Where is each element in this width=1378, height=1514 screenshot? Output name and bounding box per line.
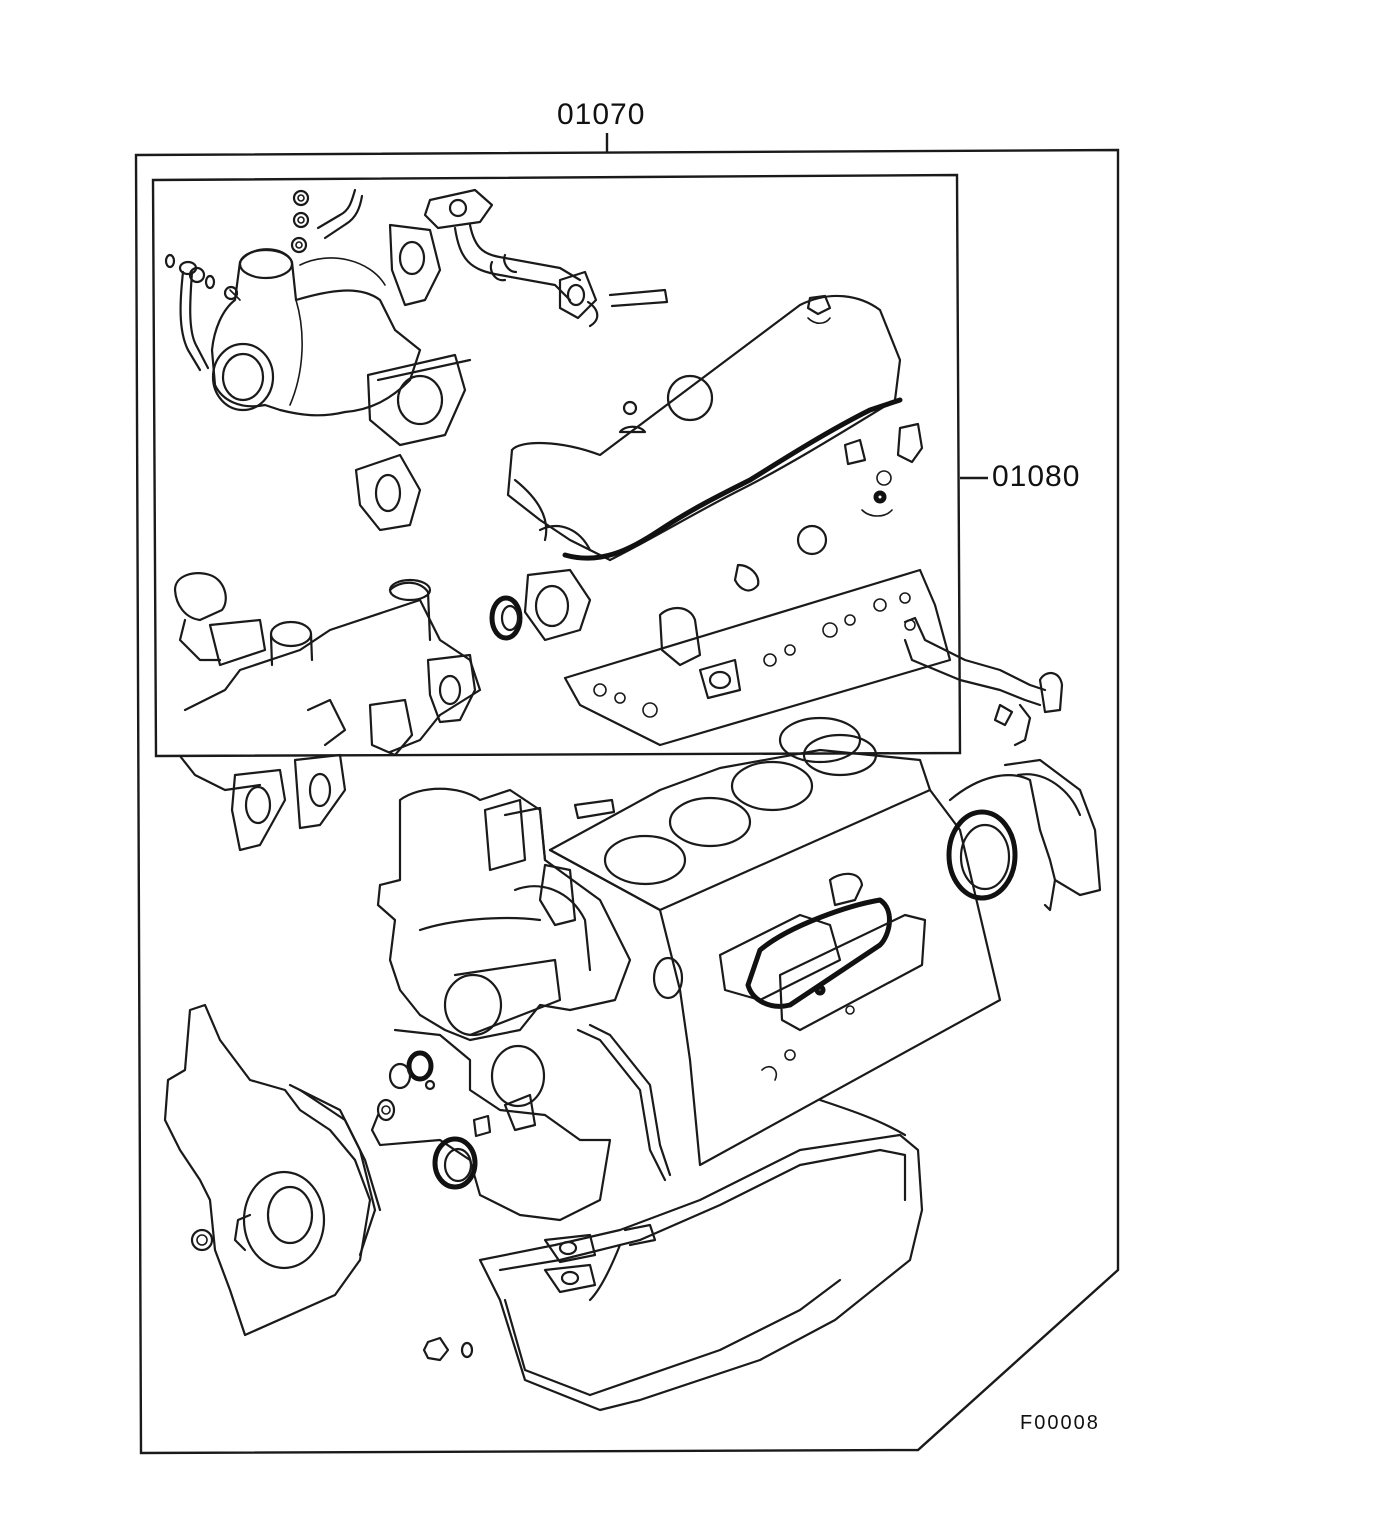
small-washers <box>290 188 364 254</box>
cylinder-head-cover <box>506 294 903 562</box>
callout-outer-kit: 01070 <box>557 98 646 131</box>
rear-oil-seal <box>946 758 1102 912</box>
upper-kit-frame <box>151 173 962 758</box>
oil-feed-pipe <box>164 253 216 372</box>
callout-upper-kit: 01080 <box>992 460 1081 493</box>
cylinder-head-gasket <box>563 568 952 747</box>
timing-cover <box>163 1003 382 1337</box>
egr-pipe <box>423 188 669 328</box>
side-cover-gasket <box>718 872 927 1032</box>
lower-intake-flanges <box>178 753 347 852</box>
outer-kit-frame <box>134 148 1120 1455</box>
intake-manifold <box>173 572 482 757</box>
oil-pump-housing <box>370 1023 672 1222</box>
water-pump-assembly <box>376 787 632 1042</box>
upper-seals <box>489 422 924 667</box>
coolant-pipe <box>903 616 1064 747</box>
figure-code: F00008 <box>1020 1412 1100 1434</box>
exhaust-manifold-gaskets <box>354 223 472 532</box>
cylinder-block <box>548 716 1002 1167</box>
turbocharger-drawing <box>210 248 422 417</box>
oil-pan <box>422 1133 924 1412</box>
